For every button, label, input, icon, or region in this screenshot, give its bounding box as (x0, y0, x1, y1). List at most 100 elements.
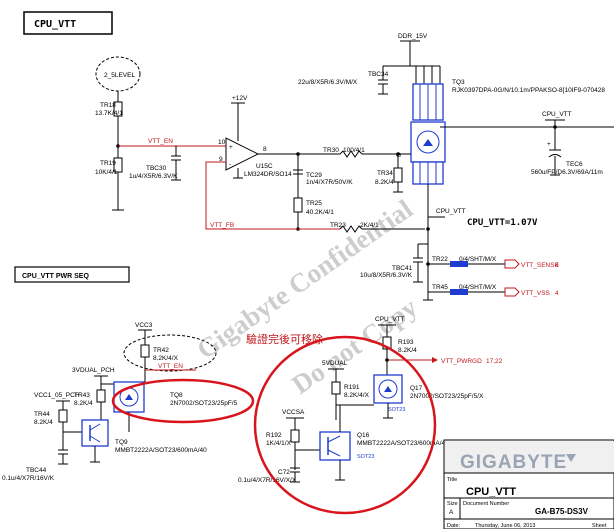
title-box-label: CPU_VTT (34, 19, 76, 30)
tbc44-val: 0.1u/4/X7R/16V/K (2, 475, 55, 482)
tr43-val: 8.2K/4 (74, 400, 93, 407)
sheet-label: Sheet (592, 523, 607, 529)
tr22-val: 0/4/SHT/M/X (459, 256, 497, 263)
tr42-val: 8.2K/4/X (153, 355, 179, 362)
cpu-vtt-mid-label: CPU_VTT (436, 208, 466, 215)
tc29-ref: TC29 (306, 172, 322, 179)
vcc105-label: VCC1_05_PCH (34, 392, 80, 399)
tbc44-ref: TBC44 (26, 467, 47, 474)
vtt-sense-label: VTT_SENSE (521, 262, 560, 269)
r193-resistor (382, 336, 392, 350)
tr23-resistor (339, 225, 363, 233)
q16-ref: Q16 (357, 432, 370, 439)
vtt-fb-label: VTT_FB (210, 222, 234, 229)
docnum-label: Document Number (463, 501, 509, 507)
ddr15v-label: DDR_15V (398, 33, 428, 40)
tr42-ref: TR42 (153, 347, 169, 354)
q16-val: MMBT2222A/SOT23/600mA/40/X (357, 440, 456, 447)
tr44-val: 8.2K/4 (34, 419, 53, 426)
tr23-ref: TR23 (330, 222, 346, 229)
tec6-val: 560u/FP/D6.3V/69A/11m (531, 169, 603, 176)
tbc30-val: 1u/4/X5R/6.3V/K (129, 173, 178, 180)
vtt-en-bottom-label: VTT_EN (158, 363, 183, 370)
q17-ref: Q17 (410, 385, 423, 392)
two-5level-label: 2_5LEVEL (104, 72, 135, 79)
u15c-val: LM324DR/SO14 (244, 171, 292, 178)
date-label: Date: (447, 523, 461, 529)
tr25-ref: TR25 (306, 200, 322, 207)
tr45-val: 0/4/SHT/M/X (459, 284, 497, 291)
plus12v-label: +12V (232, 95, 248, 102)
r191-resistor (331, 381, 341, 395)
r192-ref: R192 (266, 432, 282, 439)
tr44-ref: TR44 (34, 411, 50, 418)
tr18-resistor (113, 101, 123, 117)
title-box (23, 11, 113, 35)
q16-package: SOT23 (357, 454, 374, 460)
vtt-vss-label: VTT_VSS (521, 290, 551, 297)
tq9-ref: TQ9 (115, 439, 128, 446)
docnum-value: GA-B75-DS3V (535, 507, 589, 516)
3vdual-pch-label: 3VDUAL_PCH (72, 367, 115, 374)
tq3-val: RJK0397DPA-0G/N/10.1m/PPAKSO-8[10IF9-070… (452, 87, 605, 94)
tr34-resistor (393, 167, 403, 183)
tq8-ref: TQ8 (170, 392, 183, 399)
u15c-ref: U15C (256, 163, 273, 170)
seq-box (14, 266, 130, 283)
tr22-shorting-bar (450, 261, 468, 267)
tr43-ref: TR43 (74, 392, 90, 399)
date-value: Thursday, June 06, 2013 (475, 523, 535, 529)
vtt-sense-page: 4 (555, 262, 559, 269)
pwrseq-highlight-circle (253, 335, 437, 515)
svg-text:+: + (547, 141, 551, 148)
tr25-val: 40.2K/4/1 (306, 209, 334, 216)
vtt-vss-page: 4 (555, 290, 559, 297)
tc29-val: 1n/4/X7R/50V/K (306, 179, 353, 186)
tr30-resistor (339, 150, 363, 158)
c72-ref: C72 (278, 469, 290, 476)
q17-val: 2N7002/SOT23/25pF/5/X (410, 393, 484, 400)
vccsa-label: VCCSA (282, 409, 305, 416)
vcc3-label: VCC3 (135, 322, 153, 329)
tr30-val: 100/4/1 (343, 147, 365, 154)
tr18-ref: TR18 (100, 102, 116, 109)
r193-ref: R193 (398, 339, 414, 346)
chinese-note: 驗證完後可移除 (246, 332, 323, 346)
tbc34-val: 22u/8/X5R/6.3V/M/X (298, 79, 358, 86)
vtt-pwrgd-page: 17,22 (486, 358, 503, 365)
pin8-label: 8 (263, 146, 267, 153)
svg-text:+: + (229, 144, 233, 151)
c72-val: 0.1u/4/X7R/16V/X/X (238, 477, 297, 484)
size-label: Size (447, 501, 458, 507)
svg-text:-: - (229, 161, 231, 168)
tr42-resistor (140, 344, 150, 358)
tq3-ref: TQ3 (452, 79, 465, 86)
tq8-val: 2N7002/SOT23/25pF/5 (170, 400, 238, 407)
cpu-vtt-bottom-label: CPU_VTT (375, 316, 405, 323)
tr25-resistor (293, 197, 303, 213)
title-value: CPU_VTT (466, 486, 516, 498)
5vdual-label: 5VDUAL (322, 360, 348, 367)
tr19-resistor (113, 157, 123, 173)
pin10-label: 10 (218, 139, 226, 146)
tq9-transistor (81, 419, 109, 447)
tbc41-ref: TBC41 (392, 265, 413, 272)
q17-package: SOT23 (388, 407, 405, 413)
tr18-val: 13.7K/4/1 (95, 110, 123, 117)
tr34-ref: TR34 (377, 170, 393, 177)
tr19-val: 10K/4/1 (95, 169, 118, 176)
r191-val: 8.2K/4/X (344, 392, 370, 399)
tq8-highlight-circle (111, 378, 255, 424)
tr43-resistor (96, 389, 106, 403)
q16-transistor (319, 431, 351, 461)
tr34-val: 8.2K/4 (375, 179, 394, 186)
tec6-ref: TEC6 (566, 161, 583, 168)
u15c-opamp (225, 137, 260, 171)
r193-val: 8.2K/4 (398, 347, 417, 354)
size-value: A (449, 509, 454, 516)
r192-resistor (290, 429, 300, 443)
cpu-vtt-right-label: CPU_VTT (542, 111, 572, 118)
vtt-formula: CPU_VTT=1.07V (467, 218, 538, 228)
r192-val: 1K/4/1/X (266, 440, 292, 447)
